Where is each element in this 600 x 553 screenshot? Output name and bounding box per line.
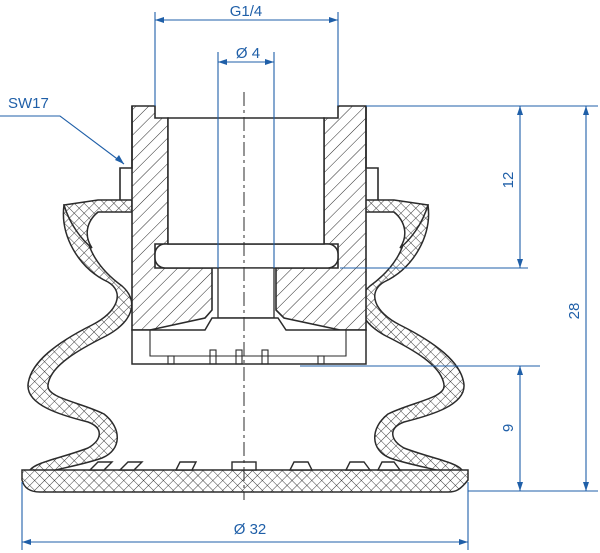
dim-wrench: SW17 [0, 95, 125, 165]
bellows-left-wall [26, 204, 133, 480]
height-total-label: 28 [566, 303, 583, 320]
hub-base-inner [149, 330, 347, 357]
hub-section [119, 105, 379, 365]
air-channel [217, 267, 275, 319]
wrench-label: SW17 [8, 95, 49, 112]
height-upper-label: 12 [500, 172, 517, 189]
thread-label: G1/4 [230, 3, 263, 20]
dim-thread: G1/4 [154, 3, 339, 106]
bellows-section [21, 199, 469, 493]
bellows-right-wall [359, 204, 466, 480]
base-vent-slots [167, 349, 325, 365]
diameter-label: Ø 32 [234, 521, 267, 538]
foot-ribs [88, 461, 402, 471]
thread-bore [167, 117, 325, 245]
height-bellows-label: 9 [500, 424, 517, 432]
bellows-lip [21, 469, 469, 493]
dim-heights: 12 28 9 [300, 105, 598, 492]
hub-hex-outline [119, 106, 379, 200]
bellows-shoulder-right [361, 199, 429, 249]
bore-label: Ø 4 [236, 45, 260, 62]
bellows-shoulder-left [63, 199, 133, 249]
dim-diameter: Ø 32 [21, 482, 469, 550]
hub-groove [154, 243, 339, 269]
dim-bore: Ø 4 [217, 45, 275, 268]
